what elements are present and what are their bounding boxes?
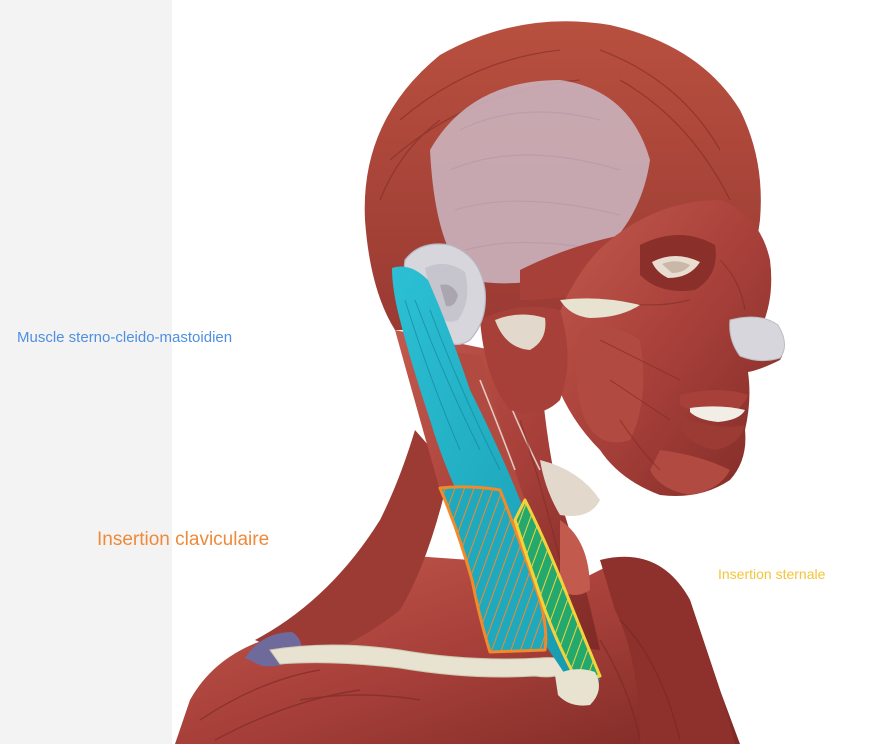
label-sternocleidomastoid: Muscle sterno-cleido-mastoidien	[17, 330, 232, 345]
label-sternal-insertion: Insertion sternale	[718, 567, 825, 581]
label-clavicular-insertion: Insertion claviculaire	[97, 530, 269, 549]
